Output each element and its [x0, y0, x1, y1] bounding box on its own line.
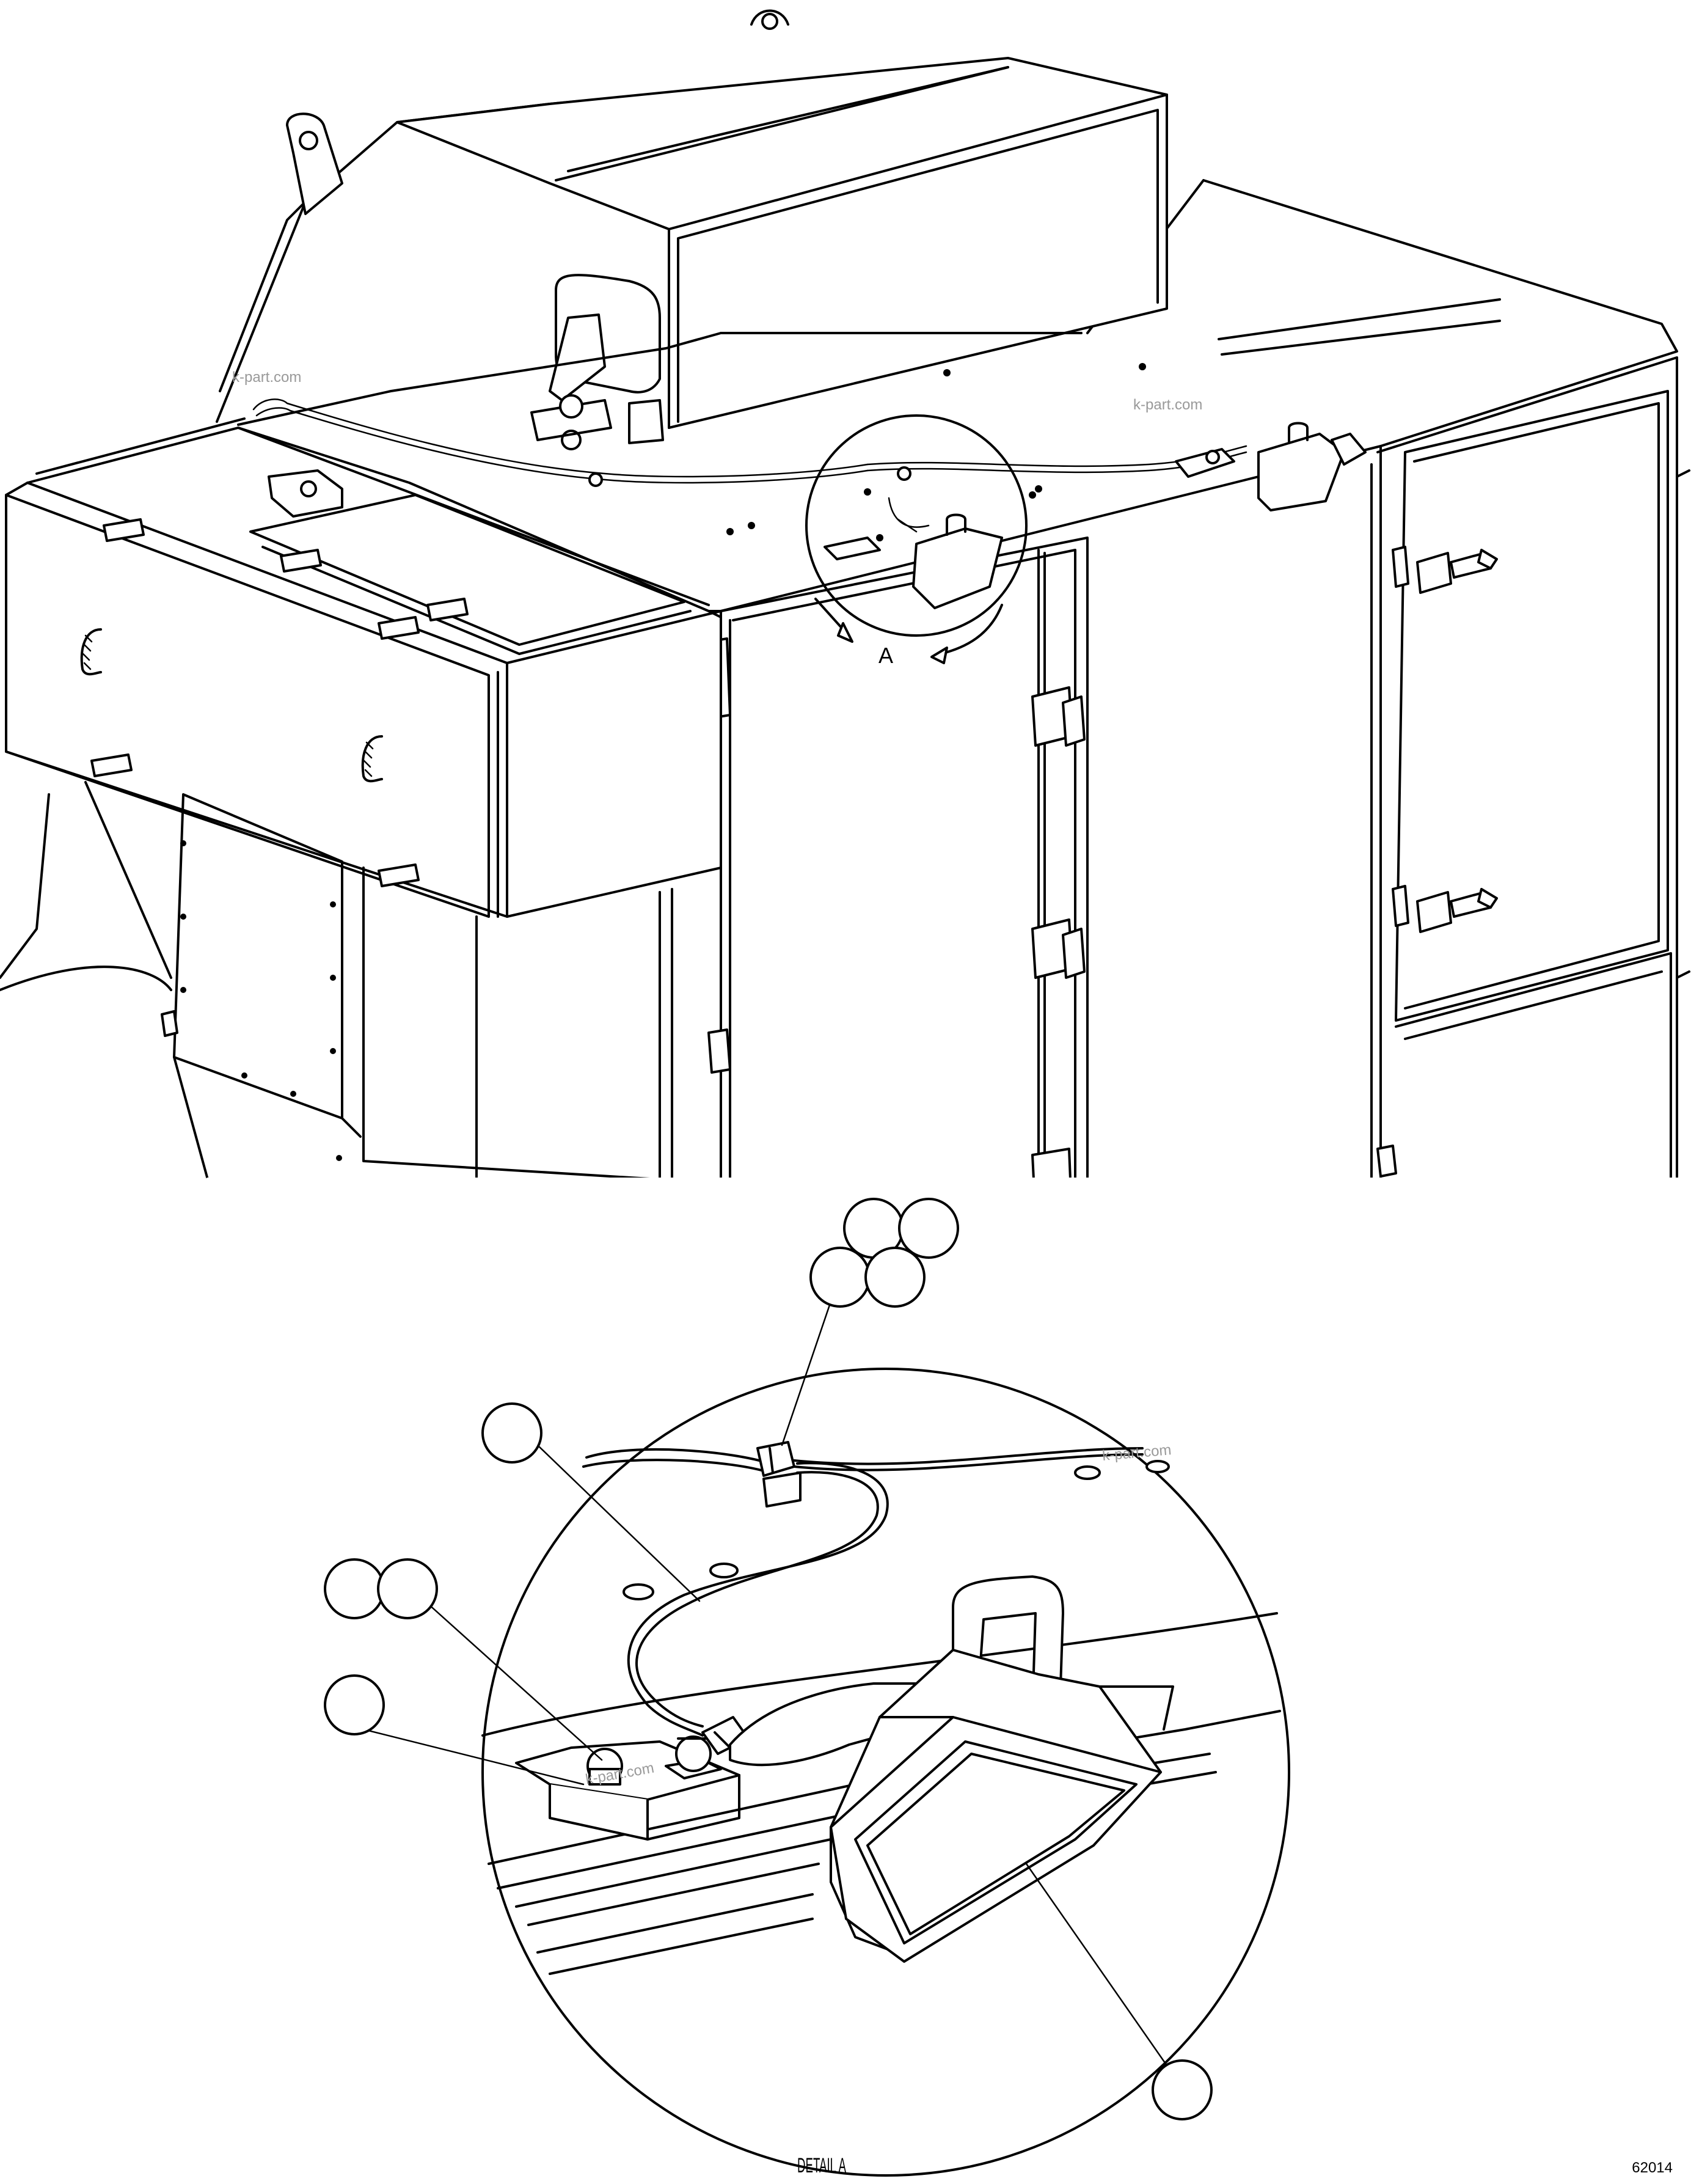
callout-balloon: [1152, 2059, 1213, 2120]
callout-balloons: [324, 1198, 1213, 2120]
harness-clip: [756, 1441, 802, 1508]
callout-balloon: [481, 1402, 542, 1464]
right-cabinet: [1376, 356, 1690, 1181]
drawing-number: 62014: [1632, 2160, 1673, 2176]
view-label: A: [878, 643, 893, 668]
control-box: [5, 417, 722, 918]
callout-balloon: [864, 1247, 926, 1308]
deck-fasteners: [726, 363, 1146, 572]
lamp-top: [1257, 422, 1367, 511]
callout-balloon: [377, 1558, 438, 1619]
callout-balloon: [324, 1674, 385, 1735]
door-latch-upper: [1392, 546, 1498, 594]
lifting-eye-left: [286, 112, 343, 215]
machine-isometric-view: A k-part.com k-part.com: [0, 9, 1691, 1181]
callout-balloon: [898, 1198, 959, 1259]
upper-enclosure: [396, 57, 1168, 429]
ground-plate: [515, 1716, 750, 1841]
callout-balloon: [809, 1247, 871, 1308]
lifting-eye-top: [750, 9, 789, 30]
hinge-bracket: [530, 274, 664, 450]
detail-title: DETAIL A: [797, 2154, 846, 2177]
detail-a-indicator: [805, 414, 1028, 664]
ground-plate-top: [1175, 448, 1235, 478]
callout-balloon: [324, 1558, 385, 1619]
door-latch-lower: [1392, 885, 1498, 933]
detail-boundary-circle: [481, 1368, 1290, 2177]
watermark-2: k-part.com: [1133, 397, 1202, 413]
access-panel: [161, 793, 673, 1181]
watermark-1: k-part.com: [232, 369, 301, 386]
detail-a-view: k-part.com k-part.com: [324, 1198, 1290, 2177]
lamp: [729, 1575, 1174, 1963]
